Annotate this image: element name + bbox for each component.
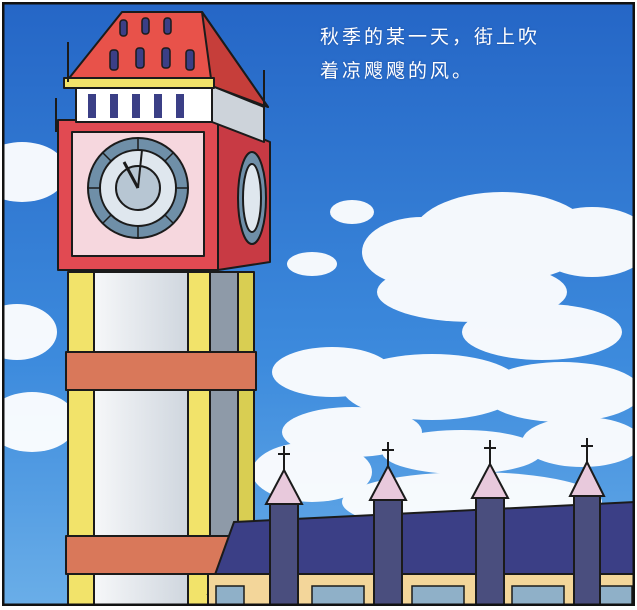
building — [206, 459, 635, 606]
clock-tower — [55, 11, 271, 606]
cross-spire-icon — [278, 438, 593, 470]
clouds — [2, 142, 635, 532]
clock-face-icon — [237, 151, 267, 245]
caption-text: 秋季的某一天，街上吹 着凉飕飕的风。 — [320, 20, 620, 88]
caption-line-2: 着凉飕飕的风。 — [320, 60, 475, 82]
caption-line-1: 秋季的某一天，街上吹 — [320, 26, 541, 48]
clock-face-icon — [87, 137, 189, 239]
